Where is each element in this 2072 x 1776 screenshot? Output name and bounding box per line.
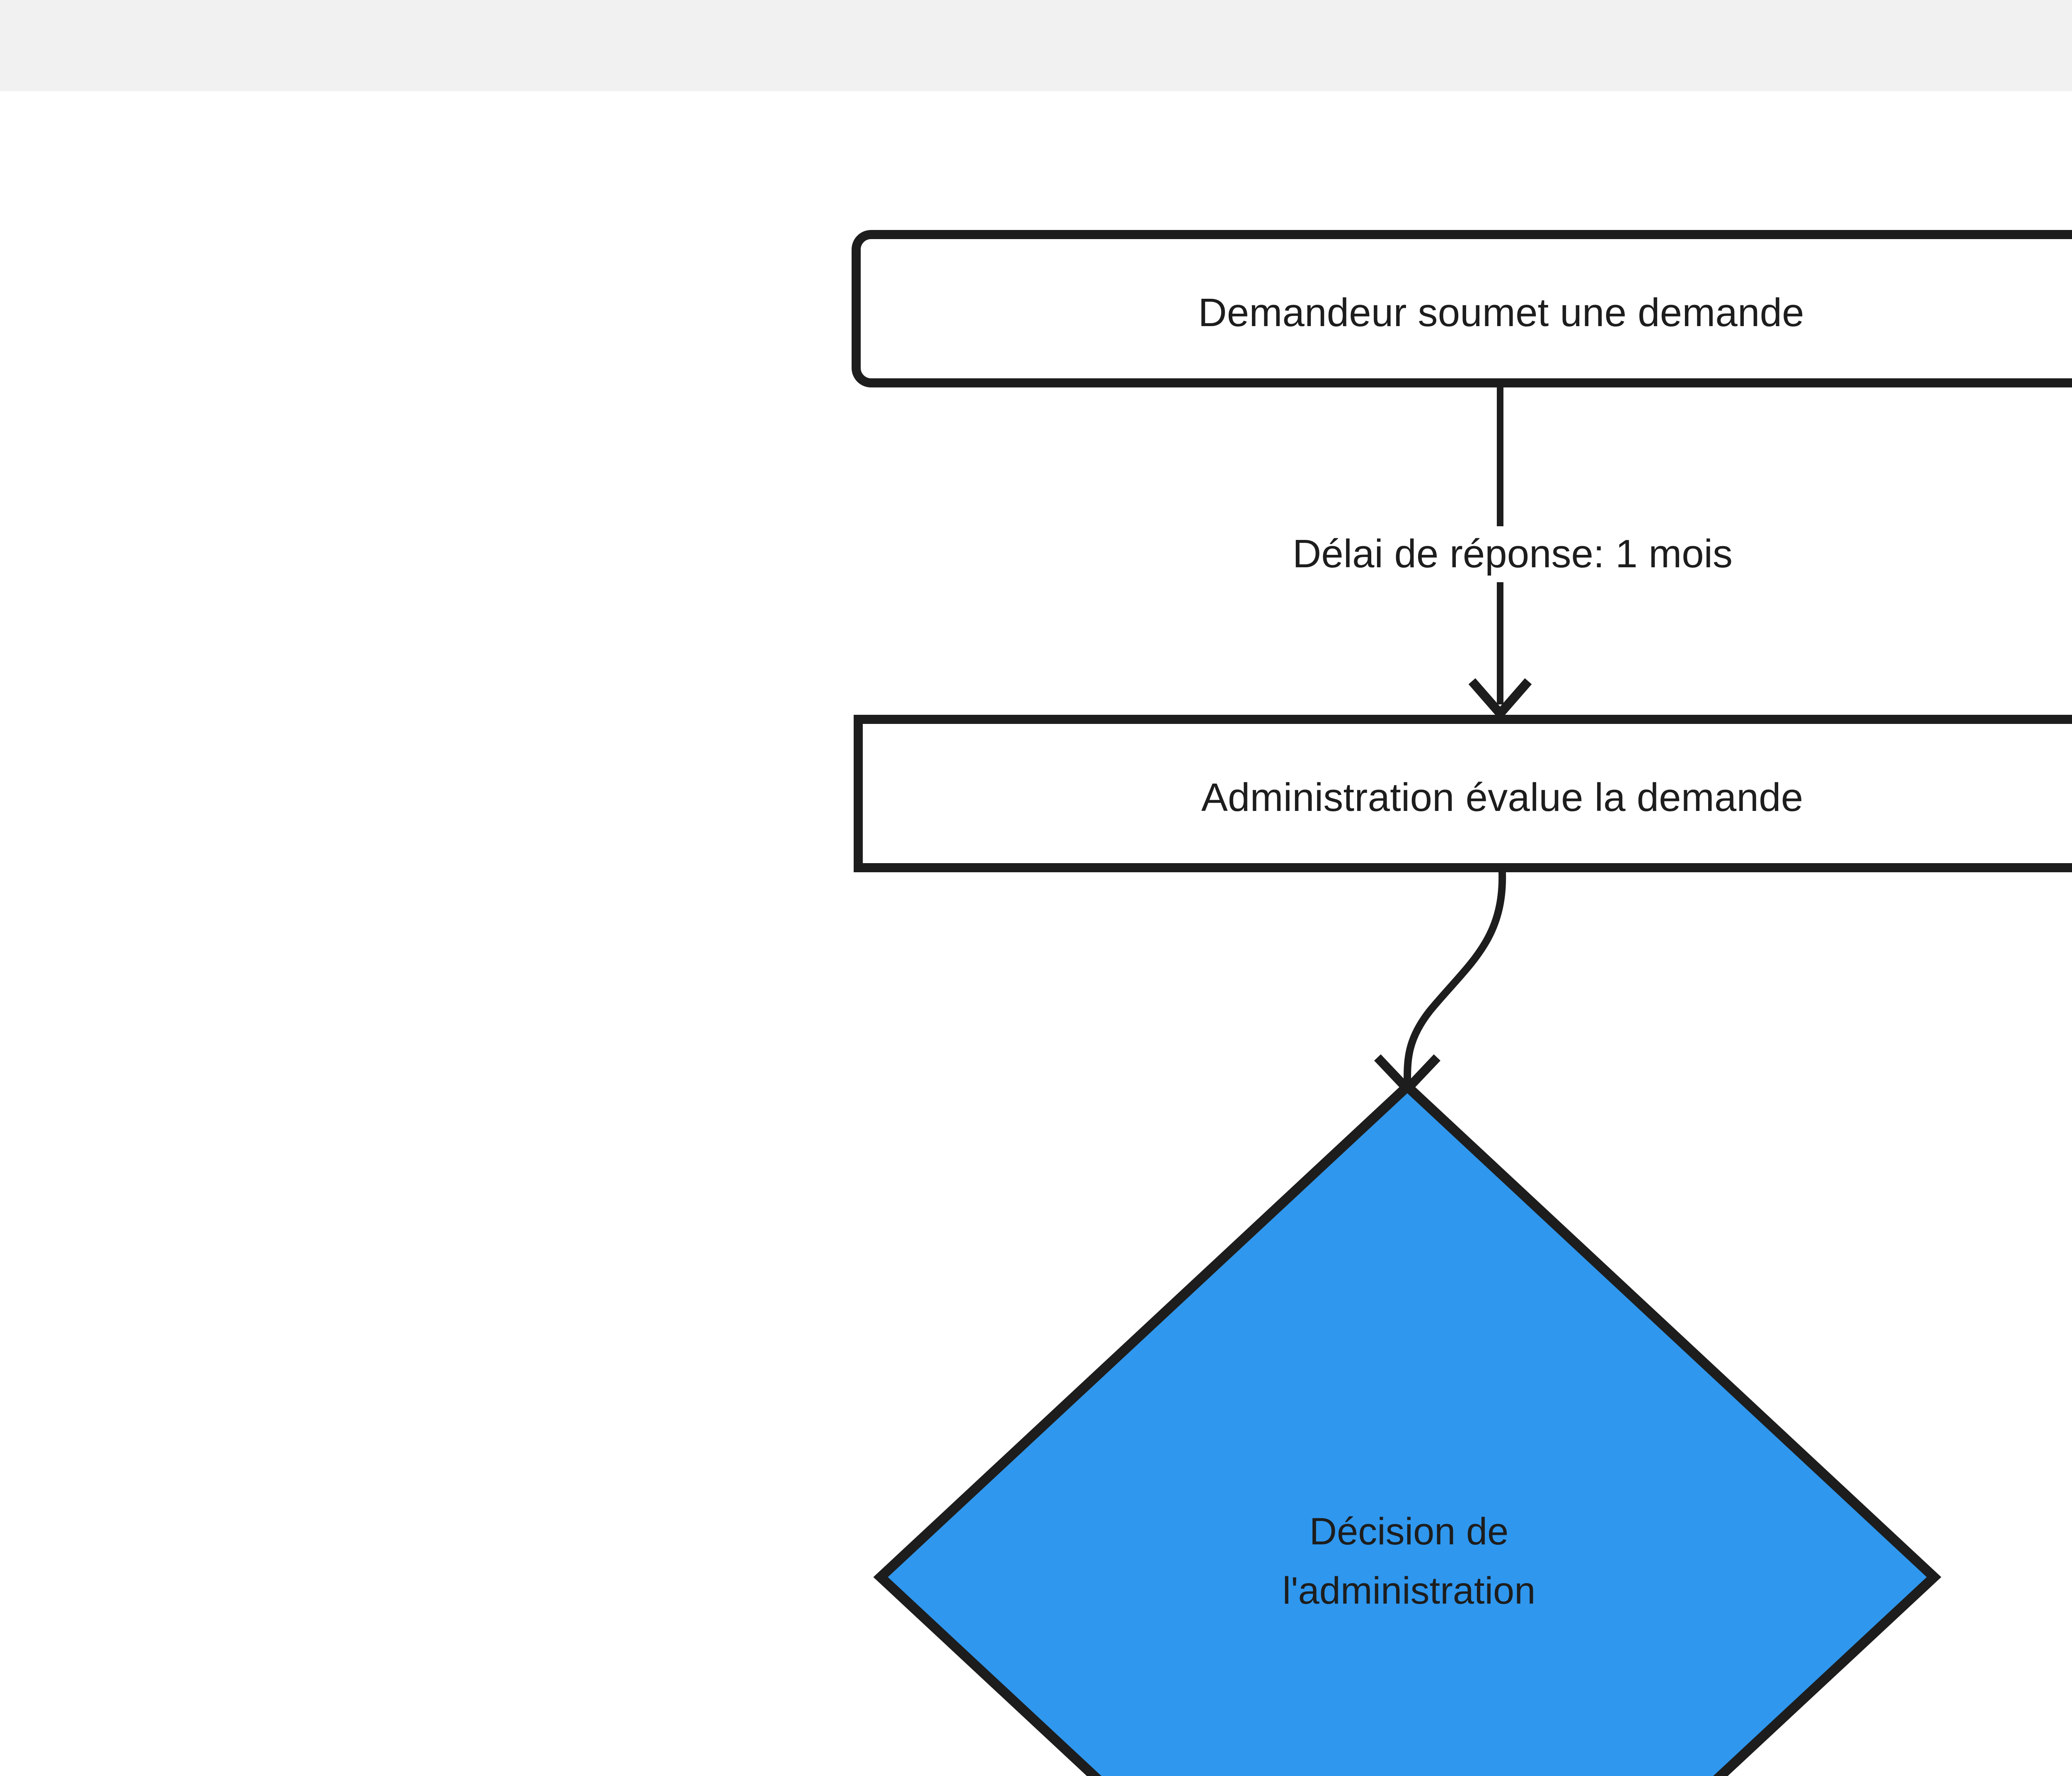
node-demandeur-soumet-une-demande[interactable] xyxy=(852,230,2072,387)
edge-n1-n2-arrowhead-icon xyxy=(1468,678,1532,721)
top-bar xyxy=(0,0,2072,91)
node-decision-label-line-1: Décision de xyxy=(1309,1510,1509,1553)
edge-n2-n3-curve xyxy=(1403,869,1506,1088)
node-decision-de-ladministration[interactable] xyxy=(873,1079,1941,1776)
node-demandeur-label: Demandeur soumet une demande xyxy=(1198,290,1804,335)
node-decision-label: Décision de l'administration xyxy=(1036,1502,1782,1620)
node-administration-label: Administration évalue la demande xyxy=(1201,775,1803,820)
edge-delai-de-reponse-label: Délai de réponse: 1 mois xyxy=(1077,526,1948,582)
node-decision-label-line-2: l'administration xyxy=(1282,1569,1536,1612)
node-administration-evalue-la-demande[interactable] xyxy=(854,715,2072,872)
